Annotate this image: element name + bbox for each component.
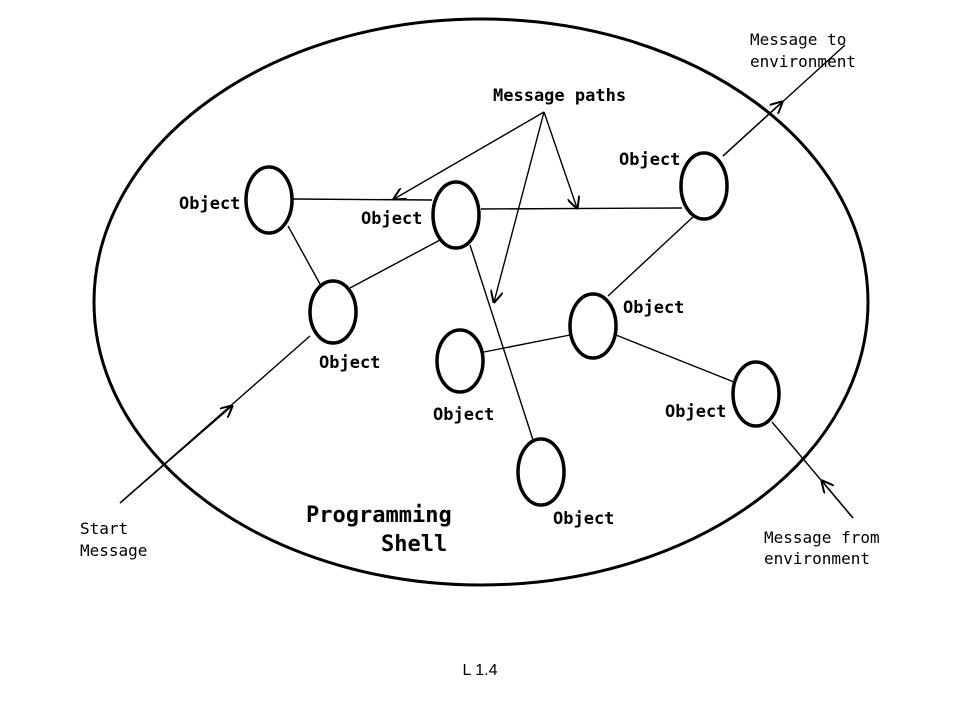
object-i bbox=[731, 360, 781, 428]
message-from-env-line1: Message from bbox=[764, 528, 880, 547]
shell-title-line2: Shell bbox=[381, 532, 447, 557]
message-to-environment-arrow bbox=[722, 102, 782, 157]
shell-title-line1: Programming bbox=[306, 503, 452, 528]
callout-to-link-bd bbox=[543, 111, 577, 208]
object-b bbox=[431, 180, 481, 250]
message-paths-label: Message paths bbox=[493, 86, 626, 106]
object-c bbox=[308, 279, 358, 345]
object-links bbox=[287, 198, 735, 441]
callout-to-link-bh bbox=[494, 111, 545, 302]
start-message-line2: Message bbox=[80, 541, 147, 560]
object-a-label: Object bbox=[179, 194, 240, 214]
link-b-d bbox=[480, 207, 683, 210]
slide-footer: L 1.4 bbox=[462, 662, 498, 679]
object-g bbox=[568, 292, 618, 360]
object-d bbox=[679, 151, 729, 221]
object-c-label: Object bbox=[319, 353, 380, 373]
start-message-line1: Start bbox=[80, 519, 128, 538]
object-f bbox=[435, 328, 485, 394]
object-d-label: Object bbox=[619, 150, 680, 170]
object-i-label: Object bbox=[665, 402, 726, 422]
object-a bbox=[244, 165, 294, 235]
start-message-arrow bbox=[119, 406, 232, 504]
object-b-label: Object bbox=[361, 209, 422, 229]
message-path-callouts bbox=[394, 111, 577, 302]
message-from-environment-arrow bbox=[822, 481, 854, 519]
message-from-env-line2: environment bbox=[764, 549, 870, 568]
object-f-label: Object bbox=[433, 405, 494, 425]
link-f-g bbox=[483, 334, 571, 353]
message-to-env-line1: Message to bbox=[750, 30, 846, 49]
link-g-i bbox=[615, 334, 735, 383]
objects bbox=[244, 151, 781, 507]
object-g-label: Object bbox=[623, 298, 684, 318]
link-a-c bbox=[287, 225, 321, 285]
environment-flows bbox=[119, 44, 854, 519]
object-h-label: Object bbox=[553, 509, 614, 529]
link-a-b bbox=[292, 198, 433, 201]
link-g-d bbox=[607, 215, 695, 297]
object-h bbox=[516, 437, 566, 507]
callout-to-link-ab bbox=[394, 111, 545, 199]
message-to-env-line2: environment bbox=[750, 52, 856, 71]
link-b-h bbox=[469, 244, 534, 441]
link-c-b bbox=[349, 239, 441, 289]
programming-shell-boundary bbox=[92, 17, 870, 587]
